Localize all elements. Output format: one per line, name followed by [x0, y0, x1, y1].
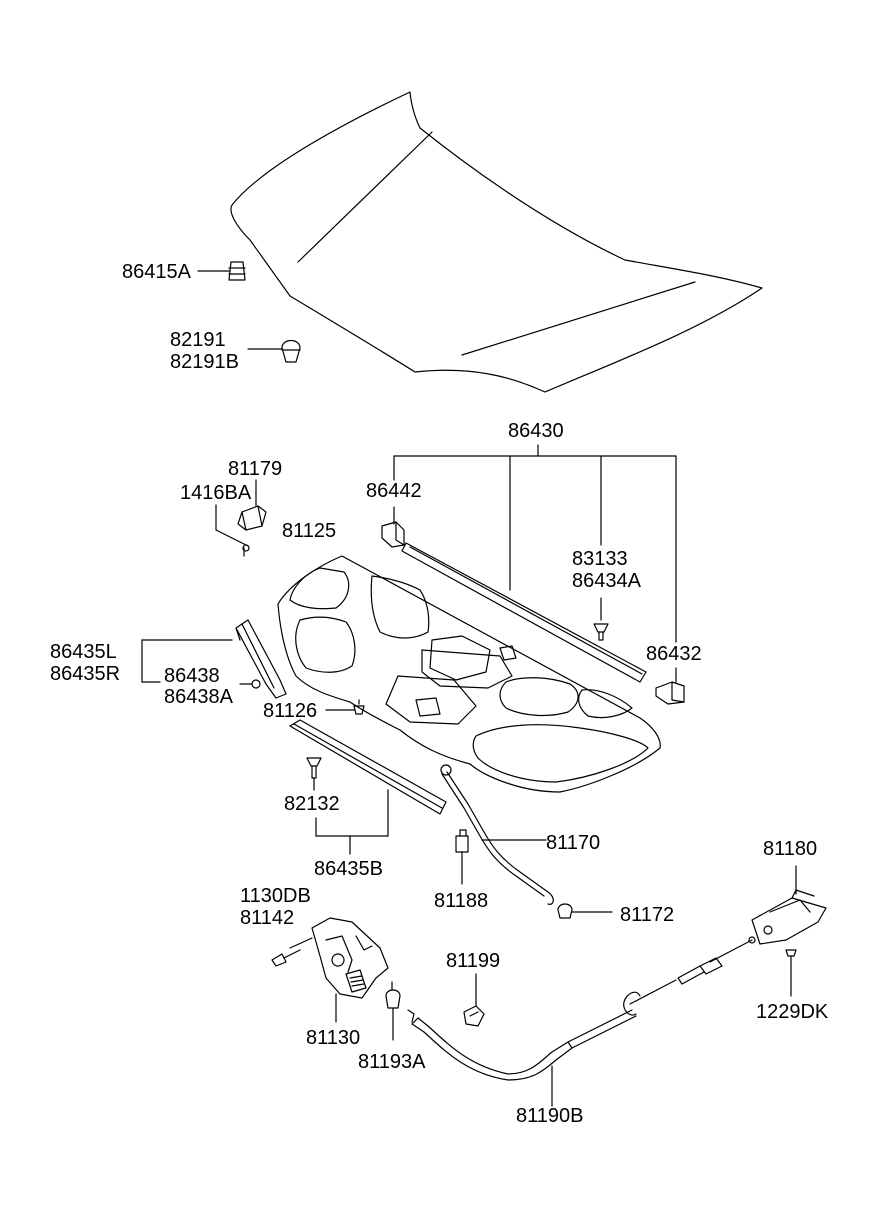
label-81180: 81180 — [763, 838, 818, 860]
label-86435B: 86435B — [314, 858, 383, 880]
label-81126: 81126 — [263, 700, 318, 722]
clip-81188-part — [455, 829, 469, 885]
label-86415A: 86415A — [122, 261, 191, 283]
lower-seal-86435B-part — [289, 719, 447, 855]
label-81190B: 81190B — [516, 1105, 584, 1127]
clip-82132-part — [306, 757, 322, 791]
clip-86432-part — [655, 667, 685, 705]
stopper-82191-part — [247, 339, 301, 363]
screw-1229DK-part — [785, 949, 797, 997]
label-81179: 81179 — [228, 458, 283, 480]
label-82191: 82191 — [170, 329, 226, 351]
label-82132: 82132 — [284, 793, 340, 815]
clip-81193A-part — [385, 981, 401, 1041]
label-81199: 81199 — [446, 950, 501, 972]
label-83133: 83133 — [572, 548, 628, 570]
hood-stay-81170-part — [440, 764, 554, 905]
label-86438: 86438 — [164, 665, 220, 687]
label-81170: 81170 — [546, 832, 601, 854]
label-1130DB: 1130DB — [240, 885, 311, 907]
label-86435L: 86435L — [50, 641, 117, 663]
label-86432: 86432 — [646, 643, 702, 665]
label-81125: 81125 — [282, 520, 337, 542]
bolt-1130DB-part — [271, 937, 313, 967]
release-handle-81180-part — [751, 865, 827, 945]
buffer-81179-part — [237, 479, 267, 531]
label-86430: 86430 — [508, 420, 564, 442]
hood-latch-81130-part — [311, 917, 389, 1023]
release-cable-81190B-part — [407, 936, 756, 1107]
label-1416BA: 1416BA — [180, 482, 252, 504]
label-81172: 81172 — [620, 904, 675, 926]
label-1229DK: 1229DK — [756, 1001, 829, 1023]
label-86442: 86442 — [366, 480, 422, 502]
insulator-pad-81125 — [277, 555, 661, 793]
side-seal-86435-part — [141, 619, 287, 699]
clip-86442-part — [381, 506, 405, 548]
clip-86438-part — [239, 679, 261, 689]
label-86434A: 86434A — [572, 570, 641, 592]
grommet-81172-part — [557, 903, 613, 919]
hood-panel — [230, 91, 763, 393]
label-81188: 81188 — [434, 890, 489, 912]
seal-strip-86430 — [401, 542, 647, 683]
bumper-86415A-part — [197, 261, 246, 281]
label-82191B: 82191B — [170, 351, 239, 373]
clip-81126-part — [325, 699, 365, 715]
label-86435R: 86435R — [50, 663, 121, 685]
screw-1416BA-part — [215, 504, 250, 557]
label-81130: 81130 — [306, 1027, 361, 1049]
clip-83133-part — [593, 597, 609, 641]
label-81193A: 81193A — [358, 1051, 426, 1073]
clip-81199-part — [463, 973, 485, 1027]
label-86438A: 86438A — [164, 686, 233, 708]
leader-86430 — [393, 444, 677, 643]
label-81142: 81142 — [240, 907, 295, 929]
